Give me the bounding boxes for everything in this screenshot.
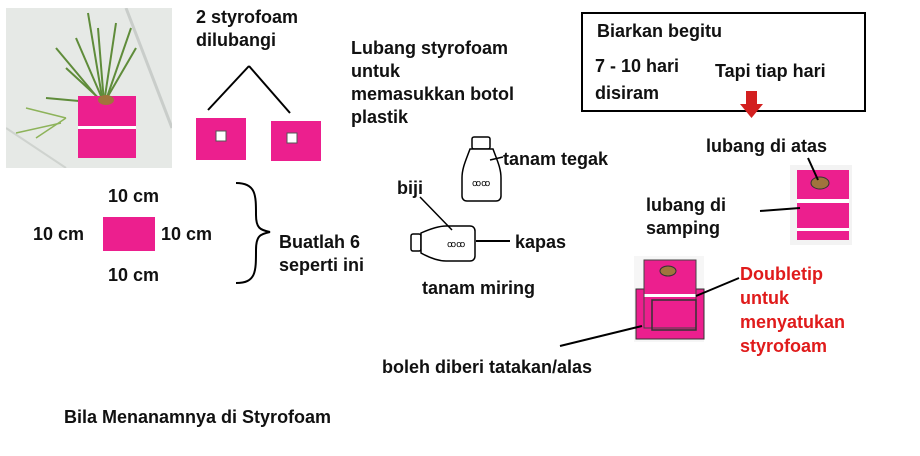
dim-bottom: 10 cm <box>108 265 160 285</box>
pink-square-icon <box>196 118 246 160</box>
label-tatakan: boleh diberi tatakan/alas <box>382 357 593 377</box>
brace-icon <box>235 182 271 284</box>
bottle-icon: ꝏꝏ <box>461 136 502 202</box>
label-kapas: kapas <box>515 232 567 252</box>
label-lubang-1: Lubang styrofoam <box>351 38 509 58</box>
foam-box-icon <box>790 165 852 245</box>
label-dilubangi: dilubangi <box>196 30 276 50</box>
label-doubletip-3: menyatukan <box>740 312 846 332</box>
connector-lines <box>207 65 291 114</box>
foam-box-icon <box>634 256 705 342</box>
note-line-2b: Tapi tiap hari <box>715 61 826 81</box>
label-buatlah-1: Buatlah 6 <box>279 232 361 252</box>
label-lubang-atas: lubang di atas <box>706 136 828 156</box>
label-lubang-4: plastik <box>351 107 409 127</box>
plant-photo <box>6 8 172 168</box>
label-lubang-3: memasukkan botol <box>351 84 515 104</box>
label-lubang-2: untuk <box>351 61 400 81</box>
note-line-2a: 7 - 10 hari <box>595 56 680 76</box>
label-doubletip-4: styrofoam <box>740 336 828 356</box>
pink-square-icon <box>103 217 155 251</box>
note-line-3: disiram <box>595 83 660 103</box>
note-line-1: Biarkan begitu <box>597 21 723 41</box>
label-doubletip-2: untuk <box>740 288 789 308</box>
label-tanam-miring: tanam miring <box>422 278 536 298</box>
svg-text:ꝏꝏ: ꝏꝏ <box>472 178 490 188</box>
label-samping-2: samping <box>646 218 721 238</box>
label-tanam-tegak: tanam tegak <box>503 149 609 169</box>
arrow-down-icon <box>740 91 763 118</box>
footer-caption: Bila Menanamnya di Styrofoam <box>64 407 332 427</box>
label-buatlah-2: seperti ini <box>279 255 365 275</box>
dim-right: 10 cm <box>161 224 213 244</box>
plant-photo-icon <box>6 8 172 168</box>
note-box: Biarkan begitu 7 - 10 hari Tapi tiap har… <box>581 12 866 112</box>
label-samping-1: lubang di <box>646 195 726 215</box>
svg-text:ꝏꝏ: ꝏꝏ <box>447 239 465 249</box>
bottle-icon: ꝏꝏ <box>410 225 476 262</box>
label-biji: biji <box>397 178 423 198</box>
dim-top: 10 cm <box>108 186 160 206</box>
label-two-styrofoam: 2 styrofoam <box>196 7 299 27</box>
pink-square-icon <box>271 121 321 161</box>
dim-left: 10 cm <box>33 224 85 244</box>
label-doubletip-1: Doubletip <box>740 264 823 284</box>
